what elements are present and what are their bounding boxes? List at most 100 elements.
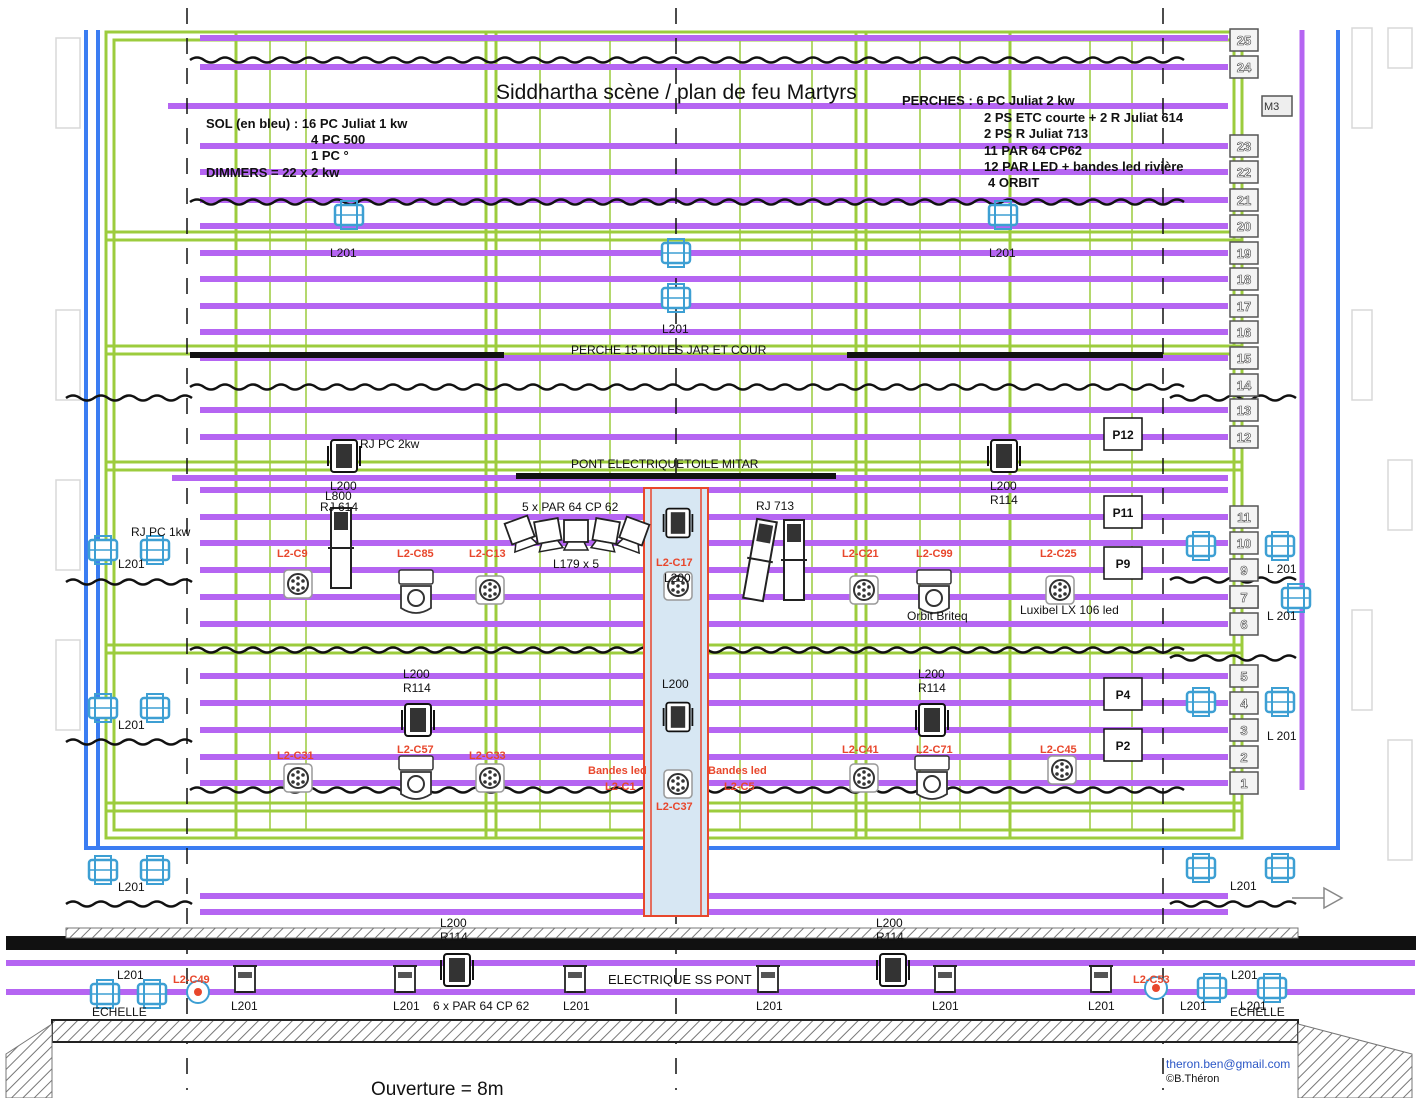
led-2 <box>301 773 305 777</box>
lens <box>562 541 590 551</box>
led-4 <box>493 780 497 784</box>
led-1 <box>291 773 295 777</box>
led-2 <box>1065 765 1069 769</box>
led-2 <box>867 585 871 589</box>
plan-texts: Siddhartha scène / plan de feu Martyrs S… <box>92 81 1297 1098</box>
fixture-runway-mid <box>662 701 694 733</box>
lens <box>996 444 1012 468</box>
fixture-par-f4 <box>756 965 780 993</box>
fixture-l2-c45 <box>1047 755 1077 785</box>
fixture-rj-pc-2kw <box>327 439 361 473</box>
body <box>934 965 956 993</box>
lens <box>398 972 412 978</box>
perches-line-1: PERCHES : 6 PC Juliat 2 kw <box>902 93 1076 108</box>
fixture-right-2a <box>1185 687 1217 717</box>
bar-number-text: 5 <box>1240 669 1247 684</box>
led-5 <box>676 776 680 780</box>
led-1 <box>857 773 861 777</box>
fixture-echelle-right-b <box>1256 973 1288 1003</box>
led-5 <box>488 770 492 774</box>
label-l200-c: L200 <box>403 667 430 681</box>
led-3 <box>483 780 487 784</box>
bar-number-box <box>1229 267 1259 291</box>
led-5 <box>1058 582 1062 586</box>
bar-number-text: 9 <box>1240 563 1247 578</box>
wave-left-4 <box>65 900 193 908</box>
bar-number-13: 13 <box>1229 398 1259 422</box>
perches-line-2: 2 PS ETC courte + 2 R Juliat 614 <box>984 110 1184 125</box>
lens <box>615 537 641 555</box>
body <box>1090 965 1112 993</box>
lens <box>938 972 952 978</box>
led-4 <box>867 592 871 596</box>
lens <box>336 444 352 468</box>
pont-label: PONT ELECTRIQUETOILE MITAR <box>571 457 759 471</box>
fixtures <box>87 200 1344 1009</box>
fixture-l2-c41 <box>849 763 879 793</box>
bar-number-box <box>1229 691 1259 715</box>
led-6 <box>488 594 492 598</box>
sol-line-4: DIMMERS = 22 x 2 kw <box>206 165 340 180</box>
fixture-pc-elec-right <box>876 953 910 987</box>
label-l201-f2: L201 <box>393 999 420 1013</box>
core <box>1152 984 1160 992</box>
label-l201-f3: L201 <box>563 999 590 1013</box>
body <box>234 965 256 993</box>
p-box-label: P4 <box>1116 688 1131 702</box>
bar-number-text: 13 <box>1237 403 1251 418</box>
lens <box>410 708 426 732</box>
head <box>334 512 348 530</box>
led-1 <box>483 773 487 777</box>
label-l2-c41: L2-C41 <box>842 744 879 756</box>
body <box>394 965 416 993</box>
led-2 <box>301 579 305 583</box>
lens <box>568 972 582 978</box>
fixture-l2-c25 <box>1045 575 1075 605</box>
fixture-par64-top-2 <box>562 519 590 551</box>
label-l2-c25: L2-C25 <box>1040 548 1077 560</box>
bar-number-box <box>1229 134 1259 158</box>
bar-number-text: 7 <box>1240 590 1247 605</box>
label-l2-c9: L2-C9 <box>277 548 308 560</box>
led-3 <box>291 780 295 784</box>
fixture-right-3b <box>1264 853 1296 883</box>
label-echelle-right: ECHELLE <box>1230 1005 1285 1019</box>
ms-box <box>1261 95 1293 117</box>
bar-number-22: 22 <box>1229 160 1259 184</box>
label-l2-c17: L2-C17 <box>656 557 693 569</box>
label-l201-left1: L201 <box>118 557 145 571</box>
label-l2-c13: L2-C13 <box>469 548 506 560</box>
label-l2-c33: L2-C33 <box>469 750 506 762</box>
bar-number-box <box>1229 664 1259 688</box>
fixture-par64-top-4 <box>615 515 651 555</box>
bar-number-box <box>1229 346 1259 370</box>
bar-number-box <box>1229 320 1259 344</box>
label-l200-e: L200 <box>440 916 467 930</box>
fixture-rj713-b <box>781 519 807 601</box>
label-l2-c71: L2-C71 <box>916 744 953 756</box>
bar-number-box <box>1229 745 1259 769</box>
led-5 <box>862 582 866 586</box>
label-l800: L800 <box>325 489 352 503</box>
bar-number-text: 17 <box>1237 299 1251 314</box>
label-l201-right1: L 201 <box>1267 562 1297 576</box>
label-rj713: RJ 713 <box>756 499 794 513</box>
label-l2-c31: L2-C31 <box>277 750 314 762</box>
plan-title: Siddhartha scène / plan de feu Martyrs <box>496 81 857 104</box>
label-l2-c1: L2-C1 <box>605 781 636 793</box>
led-5 <box>296 770 300 774</box>
fixture-right-3a <box>1185 853 1217 883</box>
runway <box>643 487 709 917</box>
bar-number-17: 17 <box>1229 294 1259 318</box>
led-4 <box>681 786 685 790</box>
base <box>914 755 950 771</box>
led-5 <box>296 576 300 580</box>
p-box-4 <box>1103 728 1143 762</box>
led-6 <box>1058 594 1062 598</box>
fixture-left-3b <box>139 855 171 885</box>
fixture-par-f3 <box>563 965 587 993</box>
fixture-l2-c33 <box>475 763 505 793</box>
label-luxibel: Luxibel LX 106 led <box>1020 603 1119 617</box>
bar-number-12: 12 <box>1229 425 1259 449</box>
